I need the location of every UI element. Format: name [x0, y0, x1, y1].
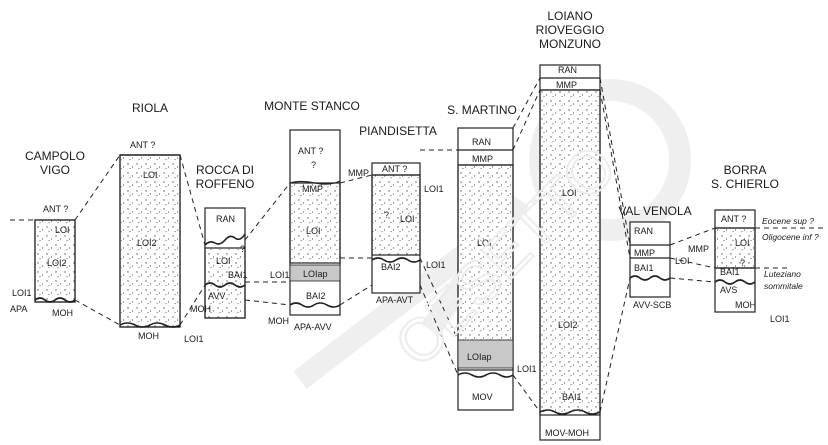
unit-ant: ANT ?: [721, 214, 746, 224]
title-campolo-2: VIGO: [40, 163, 70, 177]
unit-loi: LOI: [143, 170, 158, 180]
unit-loi1: LOI1: [424, 184, 444, 194]
unit-mmp: MMP: [556, 80, 577, 90]
unit-base: AVV-SCB: [633, 300, 671, 310]
unit-q: ?: [311, 160, 316, 170]
title-piandisetta: PIANDISETTA: [359, 124, 437, 138]
age-oligocene: Oligocene inf ?: [762, 232, 819, 242]
title-borra-1: BORRA: [724, 163, 767, 177]
title-loiano-1: LOIANO: [547, 9, 592, 23]
unit-loi1: LOI1: [184, 334, 204, 344]
title-riola: RIOLA: [132, 101, 168, 115]
title-borra-2: S. CHIERLO: [711, 177, 779, 191]
title-venola: VAL VENOLA: [618, 204, 691, 218]
unit-bai1: BAI1: [228, 270, 248, 280]
unit-mmp: MMP: [634, 248, 655, 258]
unit-ran: RAN: [634, 226, 653, 236]
unit-loi2: LOI2: [47, 258, 67, 268]
unit-q: ?: [740, 258, 745, 268]
age-lutetian-1: Luteziano: [764, 269, 801, 279]
age-eocene: Eocene sup ?: [762, 216, 814, 226]
unit-moh: MOH: [735, 300, 756, 310]
unit-base: APA-AVT: [376, 295, 414, 305]
unit-loi1: LOI1: [517, 364, 537, 374]
unit-base: MOH: [190, 304, 211, 314]
unit-moh: MOH: [52, 308, 73, 318]
unit-mmp: MMP: [348, 168, 369, 178]
unit-loi2: LOI2: [558, 320, 578, 330]
age-legend: Eocene sup ? Oligocene inf ? Luteziano s…: [762, 216, 819, 291]
unit-ant: ANT ?: [298, 146, 323, 156]
unit-base: MOV: [472, 392, 493, 402]
unit-loi1: LOI1: [426, 260, 446, 270]
unit-mmp: MMP: [302, 184, 323, 194]
unit-loi1: LOI1: [12, 288, 32, 298]
unit-loi1: LOI1: [270, 270, 290, 280]
unit-apa: APA: [10, 304, 27, 314]
unit-bai1: BAI1: [634, 263, 654, 273]
unit-ran: RAN: [216, 214, 235, 224]
title-martino: S. MARTINO: [447, 103, 517, 117]
unit-ran: RAN: [558, 65, 577, 75]
unit-bai1: BAI1: [720, 267, 740, 277]
title-loiano-2: RIOVEGGIO: [536, 23, 605, 37]
title-rocca-1: ROCCA DI: [196, 163, 254, 177]
unit-base: AVS: [720, 285, 737, 295]
unit-loi1: LOI1: [770, 314, 790, 324]
title-rocca-2: ROFFENO: [196, 177, 255, 191]
unit-ran: RAN: [472, 137, 491, 147]
unit-moh: MOH: [268, 316, 289, 326]
unit-base: MOH: [138, 331, 159, 341]
unit-mmp: MMP: [688, 244, 709, 254]
unit-mmp: MMP: [472, 154, 493, 164]
unit-loi: LOI: [55, 225, 70, 235]
unit-q: ?: [240, 244, 245, 254]
unit-ant: ANT ?: [43, 204, 68, 214]
unit-loi: LOI: [675, 256, 690, 266]
title-stanco: MONTE STANCO: [264, 99, 360, 113]
unit-loi: LOI: [735, 238, 750, 248]
unit-loiap: LOIap: [467, 352, 492, 362]
unit-avv: AVV: [208, 291, 225, 301]
unit-loi: LOI: [306, 226, 321, 236]
unit-loi: LOI: [216, 256, 231, 266]
title-campolo-1: CAMPOLO: [25, 149, 85, 163]
unit-ant: ANT ?: [130, 140, 155, 150]
unit-bai2: BAI2: [381, 262, 401, 272]
unit-base: MOV-MOH: [545, 428, 589, 438]
unit-bai2: BAI2: [306, 291, 326, 301]
unit-q: ?: [384, 210, 389, 220]
unit-loi: LOI: [400, 214, 415, 224]
unit-bai1: BAI1: [562, 392, 582, 402]
age-lutetian-2: sommitale: [764, 281, 803, 291]
unit-base: APA-AVV: [294, 322, 332, 332]
unit-loi2: LOI2: [137, 238, 157, 248]
unit-ant: ANT ?: [382, 164, 407, 174]
unit-loiap: LOIap: [303, 269, 328, 279]
title-loiano-3: MONZUNO: [539, 37, 601, 51]
